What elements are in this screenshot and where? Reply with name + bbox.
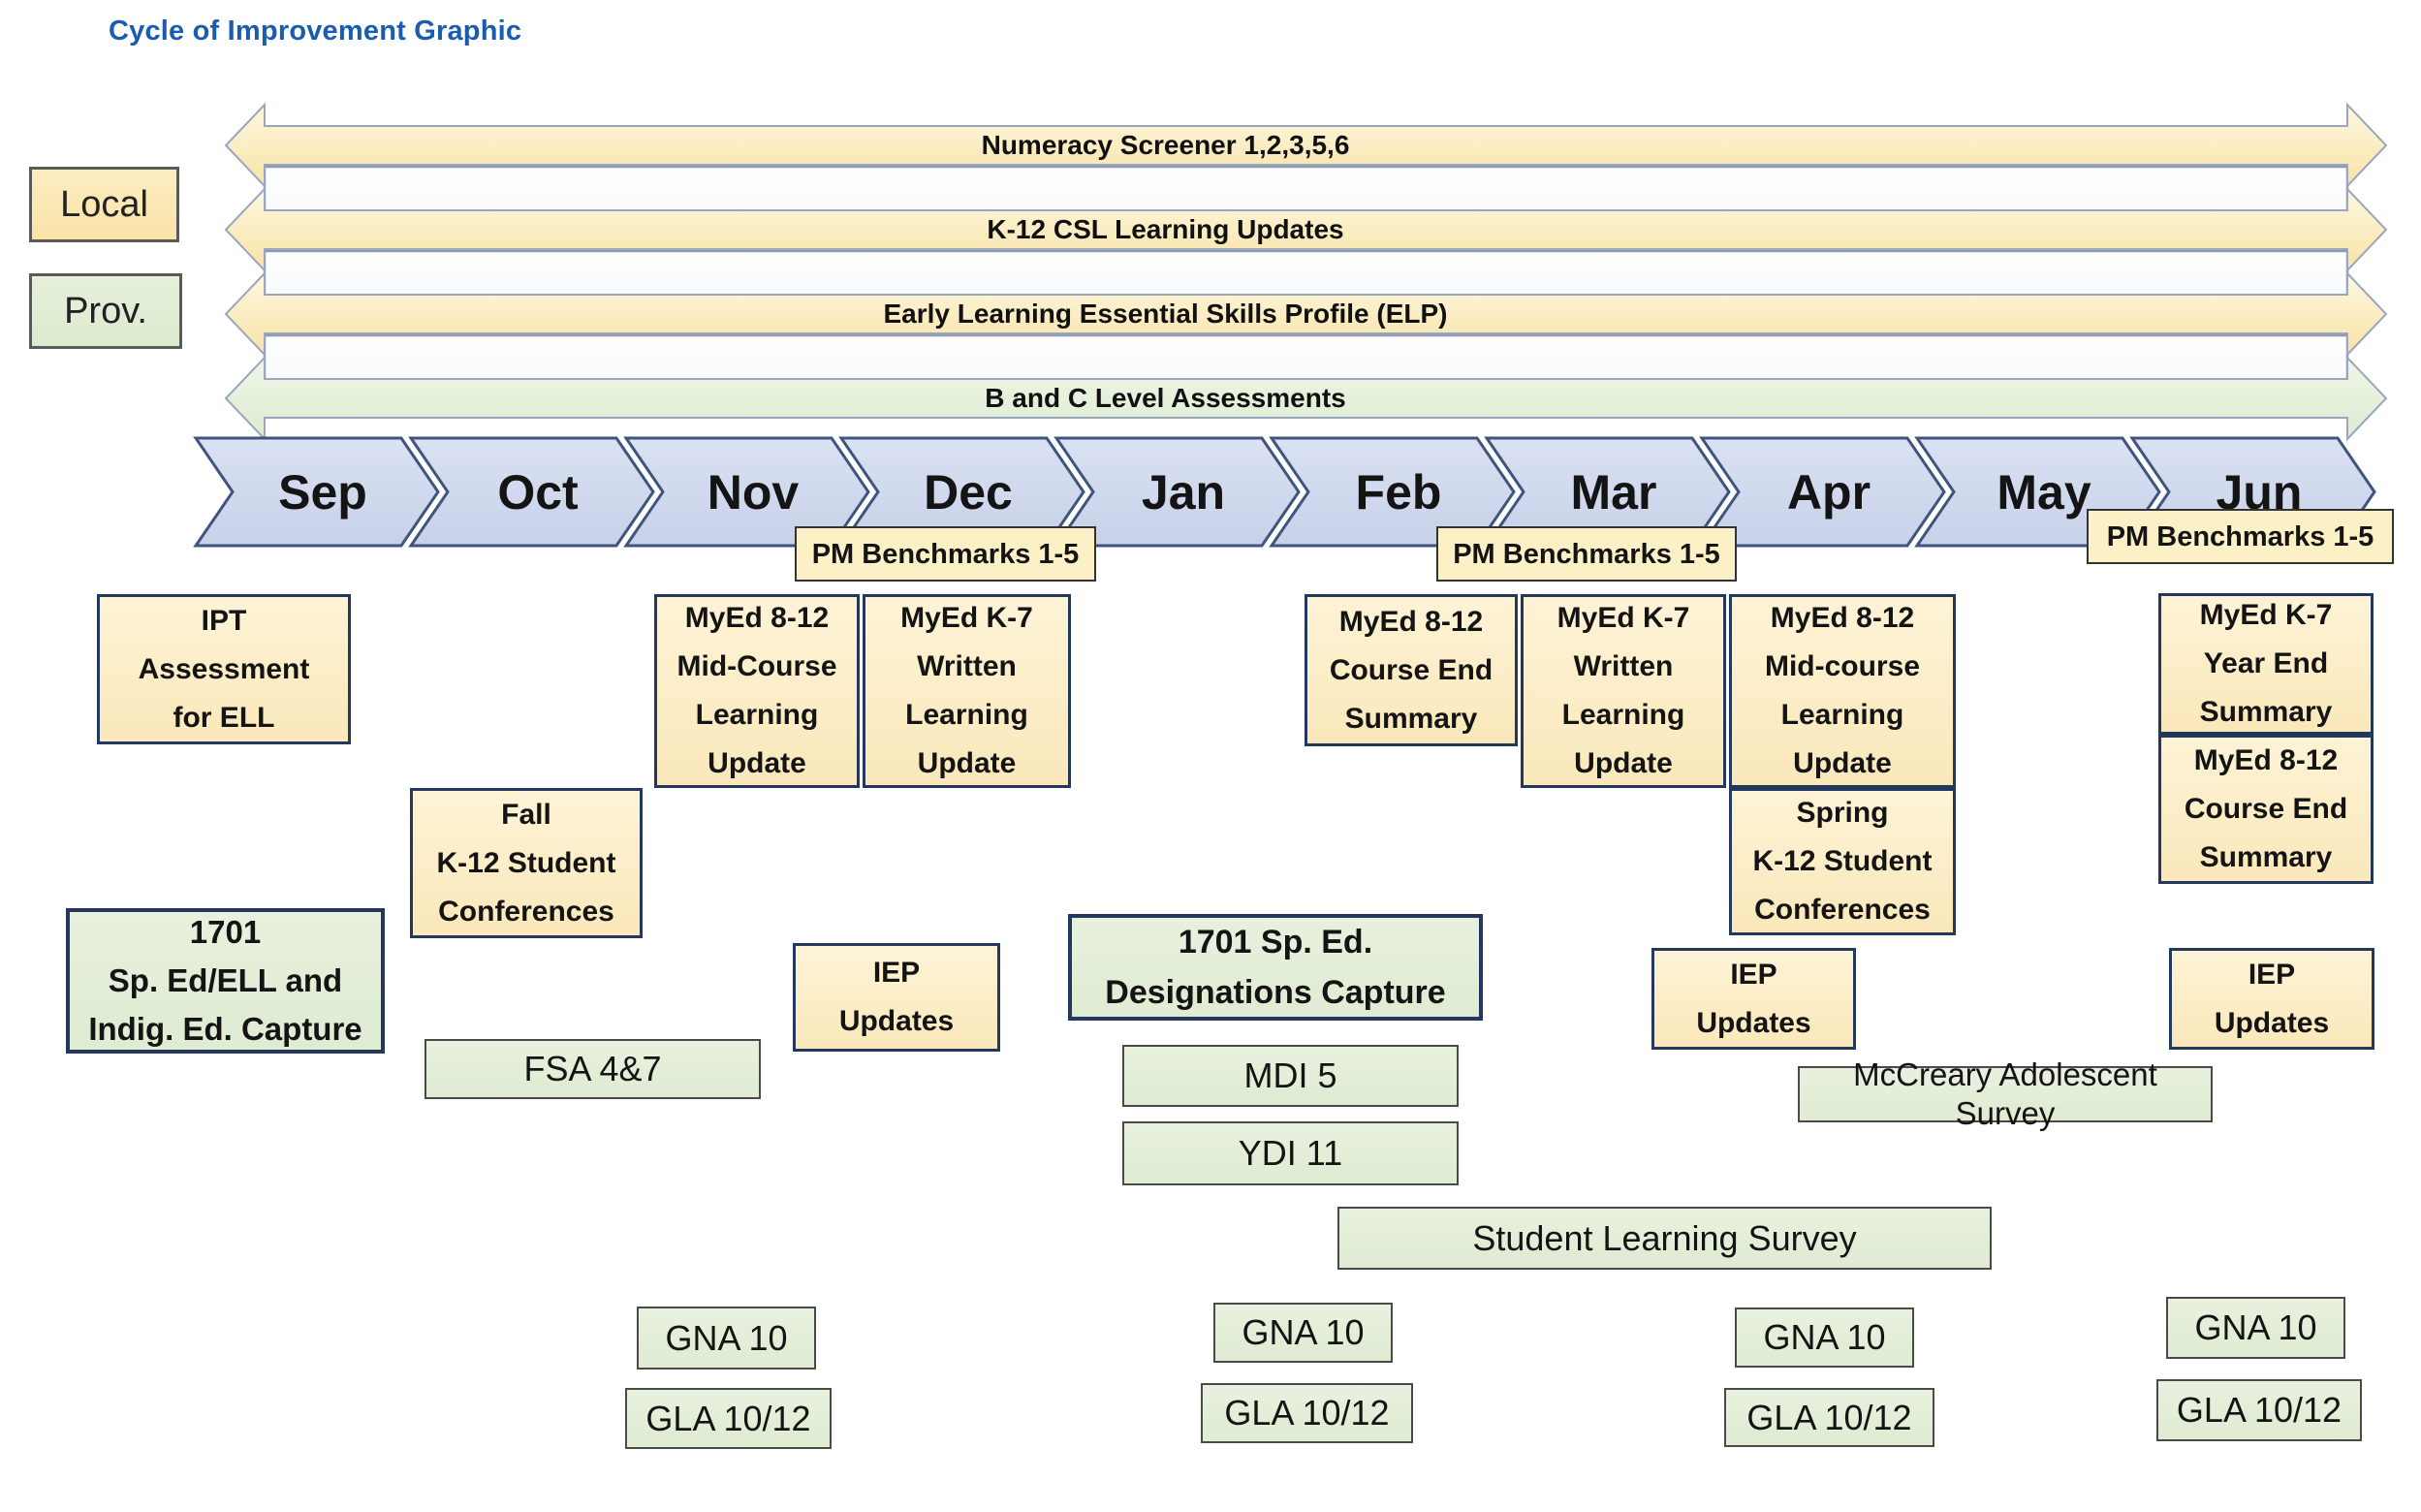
month-mar: Mar bbox=[1570, 465, 1657, 520]
box-1701-sped-ell-indig-capture: 1701 Sp. Ed/ELL and Indig. Ed. Capture bbox=[66, 908, 385, 1054]
box-fall-student-conferences: Fall K-12 Student Conferences bbox=[410, 788, 643, 938]
month-may: May bbox=[1997, 465, 2091, 520]
box-myed-k7-year-end-jun: MyEd K-7 Year End Summary bbox=[2158, 593, 2374, 735]
month-nov: Nov bbox=[707, 465, 800, 520]
month-apr: Apr bbox=[1786, 465, 1871, 520]
box-gna10-nov: GNA 10 bbox=[637, 1307, 816, 1370]
legend-prov-box: Prov. bbox=[29, 273, 182, 349]
arrow-label-numeracy-screener: Numeracy Screener 1,2,3,5,6 bbox=[981, 130, 1350, 160]
month-sep: Sep bbox=[278, 465, 367, 520]
timeline-arrow-shapes bbox=[224, 102, 2388, 442]
box-gla1012-jun: GLA 10/12 bbox=[2156, 1379, 2362, 1441]
white-band-group bbox=[263, 165, 2349, 382]
box-iep-updates-jun: IEP Updates bbox=[2169, 948, 2374, 1050]
box-fsa-4-7: FSA 4&7 bbox=[424, 1039, 761, 1099]
box-gna10-jun: GNA 10 bbox=[2166, 1297, 2345, 1359]
arrow-label-csl-learning-updates: K-12 CSL Learning Updates bbox=[987, 214, 1344, 244]
box-gla1012-jan: GLA 10/12 bbox=[1201, 1383, 1413, 1443]
box-gla1012-apr: GLA 10/12 bbox=[1724, 1388, 1934, 1447]
legend-local-box: Local bbox=[29, 167, 179, 242]
month-feb: Feb bbox=[1355, 465, 1442, 520]
box-gna10-jan: GNA 10 bbox=[1213, 1303, 1393, 1363]
box-gna10-apr: GNA 10 bbox=[1735, 1307, 1914, 1368]
month-oct: Oct bbox=[497, 465, 579, 520]
box-myed-812-midcourse-apr: MyEd 8-12 Mid-course Learning Update bbox=[1729, 594, 1956, 788]
box-mccreary-adolescent-survey: McCreary Adolescent Survey bbox=[1798, 1056, 2213, 1131]
box-1701-sped-designations-capture: 1701 Sp. Ed. Designations Capture bbox=[1068, 914, 1483, 1021]
box-myed-k7-written-mar: MyEd K-7 Written Learning Update bbox=[1521, 594, 1726, 788]
box-myed-812-course-end-feb: MyEd 8-12 Course End Summary bbox=[1305, 594, 1518, 746]
page-title: Cycle of Improvement Graphic bbox=[109, 16, 522, 47]
box-iep-updates-dec: IEP Updates bbox=[793, 943, 1000, 1052]
box-iep-updates-mar: IEP Updates bbox=[1651, 948, 1856, 1050]
box-ipt-assessment: IPT Assessment for ELL bbox=[97, 594, 351, 744]
month-jan: Jan bbox=[1141, 465, 1226, 520]
box-mdi-5: MDI 5 bbox=[1122, 1045, 1459, 1107]
arrow-label-elp: Early Learning Essential Skills Profile … bbox=[883, 299, 1448, 329]
box-student-learning-survey: Student Learning Survey bbox=[1337, 1207, 1992, 1270]
box-spring-student-conferences: Spring K-12 Student Conferences bbox=[1729, 788, 1956, 935]
box-gla1012-nov: GLA 10/12 bbox=[625, 1388, 832, 1449]
arrow-label-b-c-assessments: B and C Level Assessments bbox=[985, 383, 1346, 413]
box-ydi-11: YDI 11 bbox=[1122, 1121, 1459, 1185]
box-myed-812-course-end-jun: MyEd 8-12 Course End Summary bbox=[2158, 735, 2374, 884]
box-myed-812-midcourse-nov: MyEd 8-12 Mid-Course Learning Update bbox=[654, 594, 860, 788]
pm-benchmarks-badge-mar: PM Benchmarks 1-5 bbox=[1436, 526, 1737, 582]
pm-benchmarks-badge-dec: PM Benchmarks 1-5 bbox=[795, 526, 1096, 582]
box-myed-k7-written-dec: MyEd K-7 Written Learning Update bbox=[863, 594, 1071, 788]
pm-benchmarks-badge-jun: PM Benchmarks 1-5 bbox=[2087, 509, 2394, 564]
month-dec: Dec bbox=[924, 465, 1013, 520]
